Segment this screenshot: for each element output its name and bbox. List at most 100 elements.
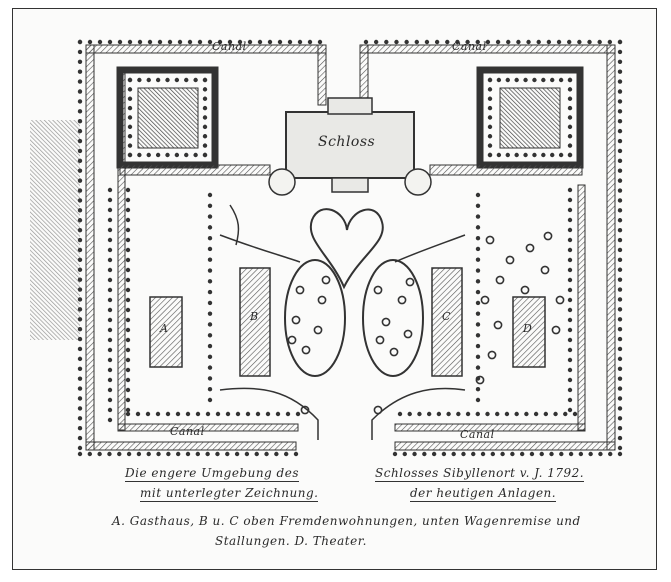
tree-dot [559, 451, 564, 457]
caption-left-line2: mit unterlegter Zeichnung. [140, 486, 319, 502]
tree-dot [617, 317, 623, 322]
garden-paths [219, 204, 466, 440]
tree-dot [588, 451, 593, 457]
tree-dot [514, 77, 519, 83]
tree-dot [207, 235, 213, 241]
tree-dot [107, 187, 113, 193]
shrub [480, 295, 490, 305]
canal-label-bottom-right: Canal [460, 428, 495, 441]
tree-dot [524, 411, 529, 417]
tree-dot [475, 322, 481, 327]
tree-dot [185, 451, 191, 457]
schloss-building [268, 97, 432, 196]
tree-dot [487, 152, 493, 158]
shrub [485, 235, 495, 245]
tree-dot [461, 451, 466, 457]
tree-dot [77, 39, 83, 45]
shrub [475, 375, 485, 385]
tree-dot [567, 105, 573, 111]
tree-dot [77, 89, 83, 94]
tree-dot [617, 69, 623, 74]
tree-dot [572, 411, 578, 417]
tree-dot [135, 411, 141, 417]
tree-dot [265, 411, 271, 417]
tree-dot [175, 411, 181, 417]
tree-dot [125, 197, 131, 203]
tree-dot [567, 337, 573, 343]
tree-dot [77, 307, 83, 312]
tree-dot [77, 416, 83, 421]
tree-dot [125, 367, 131, 373]
tree-dot [597, 39, 602, 45]
tree-dot [465, 411, 471, 417]
tree-dot [441, 451, 447, 457]
tree-dot [107, 451, 112, 457]
tree-dot [125, 237, 131, 243]
tree-dot [77, 227, 83, 233]
tree-dot [567, 96, 573, 101]
tree-dot [77, 138, 83, 144]
tree-dot [107, 327, 113, 333]
tree-dot [202, 143, 208, 148]
tree-dot [446, 411, 451, 417]
tree-dot [514, 411, 519, 417]
tree-dot [532, 77, 537, 83]
tree-dot [475, 214, 481, 219]
tree-dot [117, 39, 123, 45]
tree-dot [267, 39, 273, 45]
tree-dot [487, 143, 493, 148]
tree-dot [500, 451, 505, 457]
canal-label-bottom-left: Canal [170, 425, 205, 438]
tree-dot [567, 377, 573, 383]
shrub [555, 295, 565, 305]
tree-dot [475, 411, 480, 417]
tree-dot [77, 168, 83, 173]
tree-dot [127, 152, 133, 158]
tree-dot [77, 79, 83, 84]
tree-dot [475, 343, 481, 349]
caption-right-line1: Schlosses Sibyllenort v. J. 1792. [375, 466, 585, 482]
tree-dot [617, 336, 623, 342]
tree-dot [207, 365, 213, 370]
tree-dot [155, 77, 161, 83]
tree-dot [475, 39, 480, 45]
tree-dot [107, 237, 113, 243]
tree-dot [617, 287, 623, 292]
tree-dot [617, 218, 623, 223]
tree-dot [207, 322, 213, 327]
tree-dot [97, 39, 103, 45]
tree-dot [475, 311, 481, 316]
tree-dot [617, 79, 623, 84]
tree-dot [417, 411, 422, 417]
tree-dot [207, 279, 213, 284]
tree-dot [471, 451, 476, 457]
tree-dot [107, 297, 113, 303]
tree-dot [567, 277, 573, 283]
tree-dot [567, 287, 573, 293]
tree-dot [202, 77, 208, 83]
shrub [295, 285, 305, 295]
tree-dot [125, 207, 131, 213]
tree-dot [422, 451, 427, 457]
tree-dot [475, 387, 481, 392]
tree-dot [567, 267, 573, 273]
tree-dot [77, 247, 83, 253]
shrub-clusters [287, 231, 565, 415]
tree-dot [617, 208, 623, 213]
tree-dot [480, 451, 486, 457]
tree-dot [77, 297, 83, 302]
oval-bed-left [284, 259, 346, 377]
tree-dot [617, 247, 623, 253]
tree-dot [533, 411, 539, 417]
tree-dot [125, 267, 131, 273]
building-b [239, 267, 271, 377]
tree-dot [617, 416, 623, 421]
tree-dot [125, 257, 131, 263]
tree-dot [392, 451, 398, 457]
tree-dot [125, 327, 131, 333]
tree-dot [145, 411, 151, 417]
tree-dot [487, 115, 493, 120]
shrub [291, 315, 301, 325]
shrub [287, 335, 297, 345]
oval-bed-right [362, 259, 424, 377]
